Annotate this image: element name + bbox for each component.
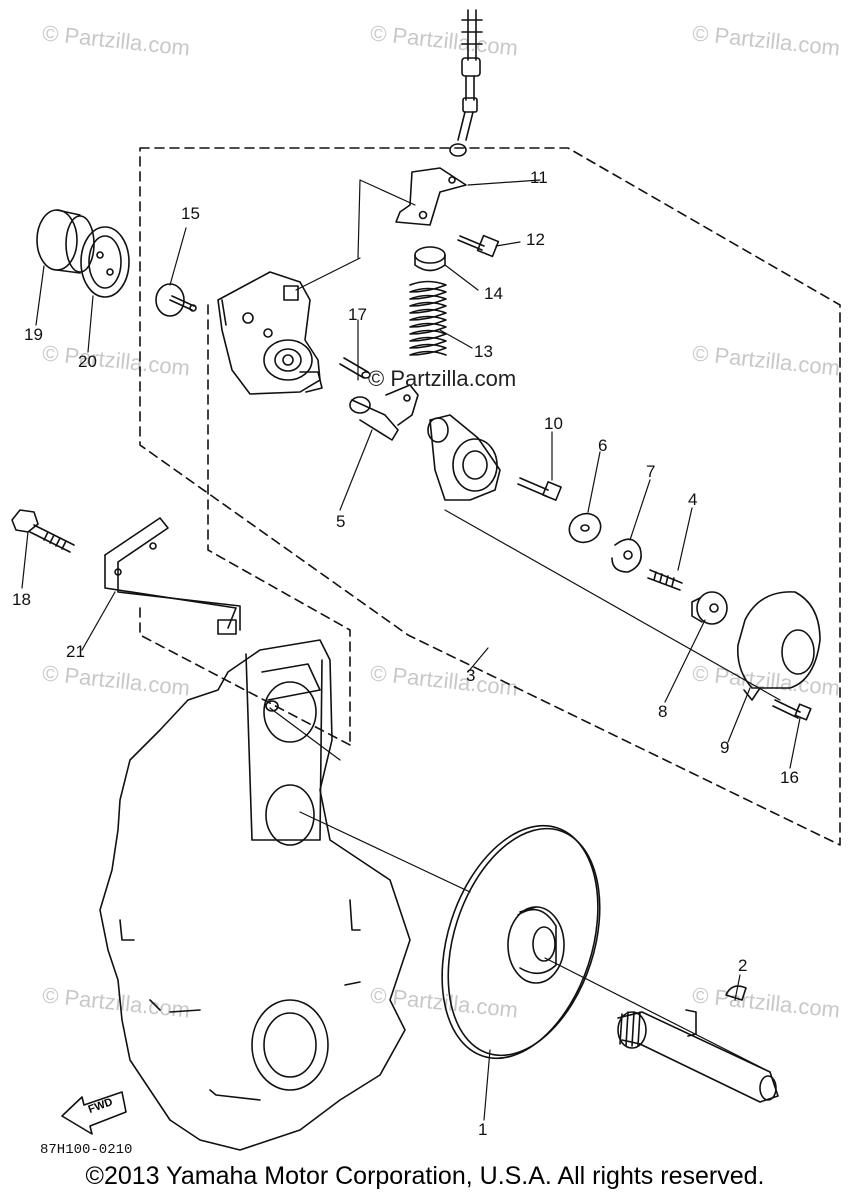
woodruff-key-2	[725, 985, 747, 1001]
callout-16: 16	[780, 768, 799, 787]
callout-7: 7	[646, 462, 656, 481]
washer-6	[568, 512, 602, 544]
pin-17	[339, 357, 371, 379]
governor-housing	[217, 271, 323, 395]
fwd-arrow	[61, 1091, 127, 1135]
bearing-8	[691, 591, 728, 625]
primary-sheave-1	[441, 824, 601, 1060]
diagram-code: 87H100-0210	[40, 1142, 133, 1158]
governor-gear-10	[427, 414, 501, 501]
callout-8: 8	[658, 702, 668, 721]
screw-4	[647, 569, 683, 591]
bolt-16	[772, 699, 812, 721]
callout-21: 21	[66, 642, 85, 661]
bracket-dashed-outline	[139, 607, 351, 746]
bolt-18	[11, 509, 75, 553]
callout-18: 18	[12, 590, 31, 609]
crankshaft	[617, 1009, 779, 1103]
assembly-dashed-outline	[139, 147, 841, 846]
cover-cap-9	[736, 591, 821, 701]
cover-dashed-outline	[207, 304, 351, 746]
callout-15: 15	[181, 204, 200, 223]
callout-13: 13	[474, 342, 493, 361]
gasket-20	[80, 226, 130, 298]
crankcase	[99, 639, 411, 1151]
callout-3: 3	[466, 666, 476, 685]
bracket-21	[104, 517, 241, 635]
clip-7	[611, 538, 642, 573]
callout-11: 11	[530, 168, 548, 187]
spring-13	[409, 280, 447, 356]
callout-17: 17	[348, 305, 367, 324]
plunger-15	[155, 283, 197, 317]
governor-shaft-5	[349, 384, 419, 441]
callout-4: 4	[688, 490, 698, 509]
bracket-11	[395, 167, 467, 226]
callout-12: 12	[526, 230, 545, 249]
center-watermark: © Partzilla.com	[368, 366, 517, 391]
callout-1: 1	[478, 1120, 488, 1139]
spring-cap-14	[414, 246, 446, 272]
copyright-notice: ©2013 Yamaha Motor Corporation, U.S.A. A…	[85, 1162, 765, 1190]
bolt-10	[517, 477, 562, 501]
callout-19: 19	[24, 325, 43, 344]
throttle-cable	[449, 9, 483, 157]
callout-9: 9	[720, 738, 730, 757]
callout-10: 10	[544, 414, 563, 433]
callout-20: 20	[78, 352, 97, 371]
leader-lines	[21, 179, 801, 1121]
bolt-12	[457, 234, 500, 258]
callout-5: 5	[336, 512, 346, 531]
callout-2: 2	[738, 956, 748, 975]
callout-6: 6	[598, 436, 608, 455]
callout-14: 14	[484, 284, 503, 303]
